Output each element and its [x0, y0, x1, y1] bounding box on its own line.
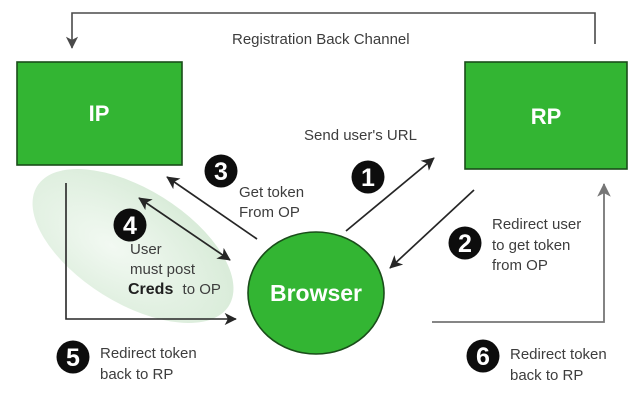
step-6-badge: 6	[466, 339, 500, 373]
step-3-label-line1: Get token	[239, 184, 304, 201]
back-channel-label: Registration Back Channel	[232, 31, 410, 48]
step-3-label-line2: From OP	[239, 204, 300, 221]
step-3-label: Get token From OP	[239, 184, 304, 221]
step-4-label: User must post Creds to OP	[128, 241, 221, 298]
step-1-label: Send user's URL	[304, 127, 417, 144]
step-2-badge: 2	[448, 226, 482, 260]
step-5-badge: 5	[56, 340, 90, 374]
step-1-badge: 1	[351, 160, 385, 194]
step-6-badge-number: 6	[476, 343, 490, 371]
step-4-badge: 4	[113, 208, 147, 242]
browser-node: Browser	[247, 231, 385, 355]
arrow-step6-redirect-token-line	[432, 183, 611, 323]
step-2-label-line2: to get token	[492, 237, 570, 254]
step-2-label-line3: from OP	[492, 257, 548, 274]
step-2-label-line1: Redirect user	[492, 216, 581, 233]
ip-node-label: IP	[89, 101, 110, 126]
step-6-label-line1: Redirect token	[510, 346, 607, 363]
step-3-badge: 3	[204, 154, 238, 188]
step-2-badge-circle	[448, 226, 482, 260]
ip-node-box	[16, 61, 183, 166]
arrow-step2-redirect-user	[389, 189, 475, 269]
step-6-label-line2: back to RP	[510, 367, 583, 384]
browser-node-circle	[247, 231, 385, 355]
step-2-badge-number: 2	[458, 230, 472, 258]
step-1-badge-circle	[351, 160, 385, 194]
step-4-label-line1: User	[130, 241, 162, 258]
step-6-label: Redirect token back to RP	[510, 346, 607, 384]
user-creds-highlight-ellipse	[32, 169, 234, 323]
step-3-badge-circle	[204, 154, 238, 188]
step-2-label: Redirect user to get token from OP	[492, 216, 581, 274]
arrow-step4-post-creds	[138, 197, 231, 261]
step-6-badge-circle	[466, 339, 500, 373]
back-channel-connector-line	[65, 12, 596, 49]
rp-node: RP	[464, 61, 628, 170]
step-5-label-line2: back to RP	[100, 366, 173, 383]
arrow-step1-send-url	[345, 157, 435, 232]
step-5-badge-number: 5	[66, 344, 80, 372]
arrow-step5-redirect-token-line	[65, 183, 237, 326]
rp-node-box	[464, 61, 628, 170]
step-4-badge-number: 4	[123, 212, 137, 240]
step-5-label: Redirect token back to RP	[100, 345, 197, 383]
step-1-badge-number: 1	[361, 164, 375, 192]
step-4-creds-rest: to OP	[183, 281, 221, 298]
step-5-badge-circle	[56, 340, 90, 374]
rp-node-label: RP	[531, 104, 562, 129]
step-4-badge-circle	[113, 208, 147, 242]
step-4-label-line2: must post	[130, 261, 196, 278]
step-4-creds-bold: Creds	[128, 281, 173, 298]
step-5-label-line1: Redirect token	[100, 345, 197, 362]
browser-node-label: Browser	[270, 280, 362, 306]
step-3-badge-number: 3	[214, 158, 228, 186]
ip-node: IP	[16, 61, 183, 166]
step-4-label-line3: Creds to OP	[128, 281, 221, 298]
